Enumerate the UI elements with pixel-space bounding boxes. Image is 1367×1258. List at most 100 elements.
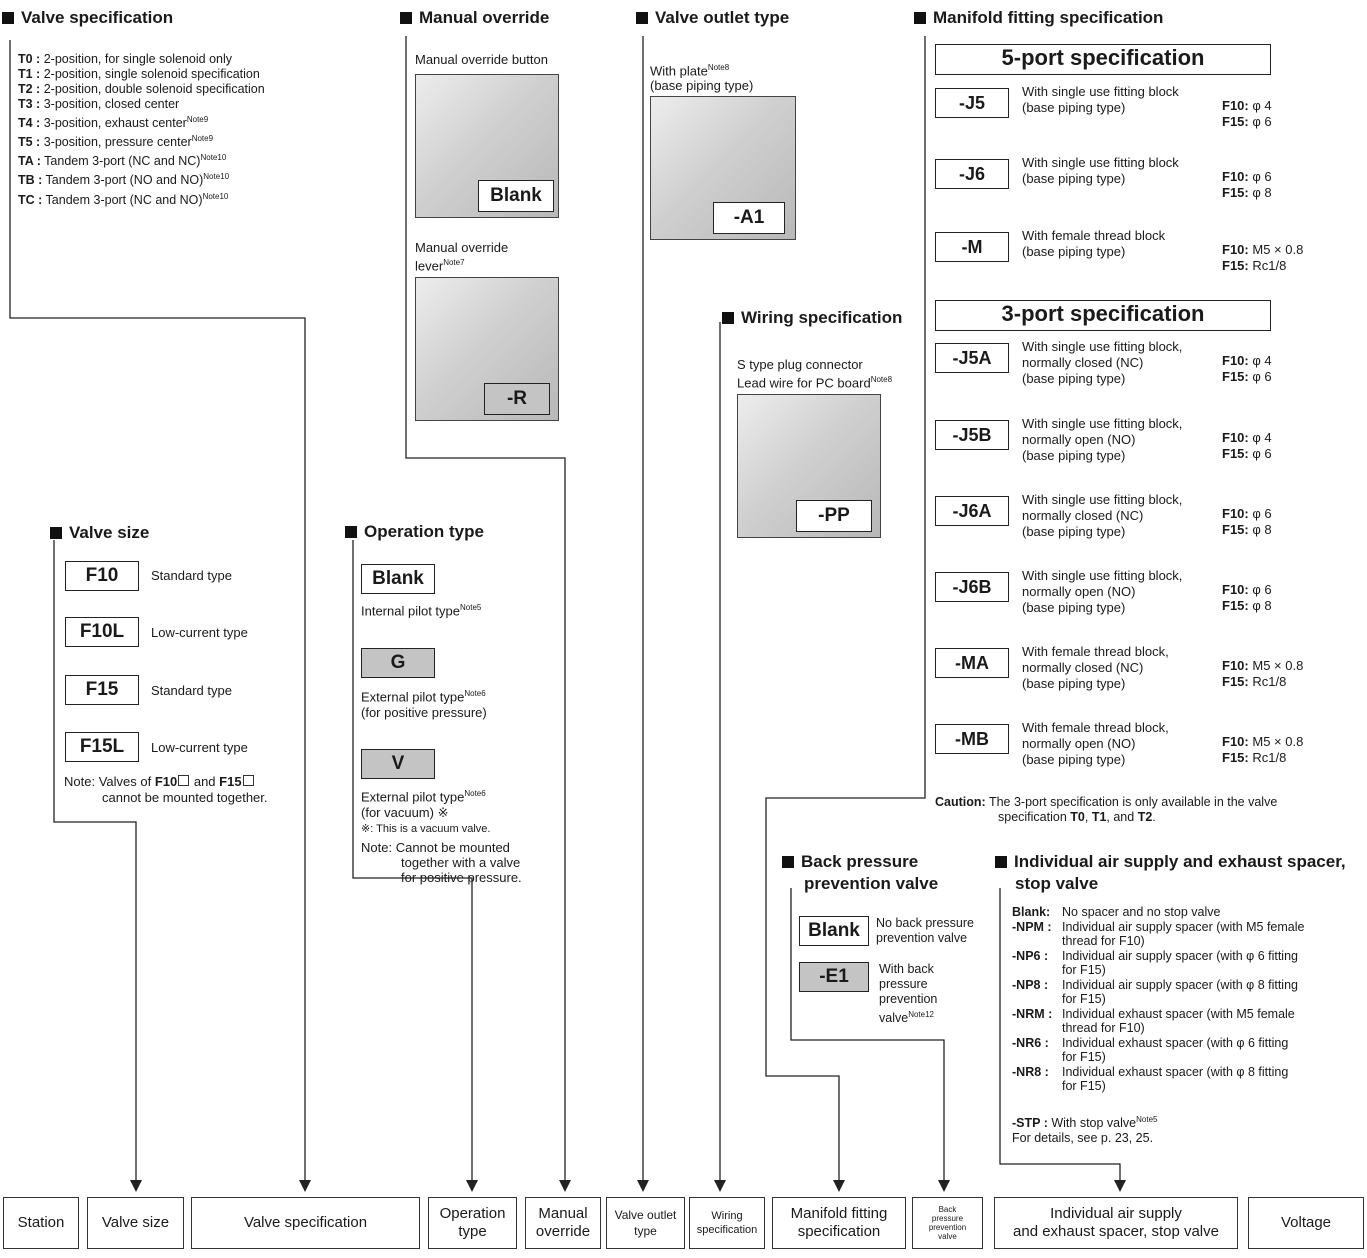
fitting-desc-line: (base piping type) xyxy=(1022,600,1126,615)
list-item: T3 : 3-position, closed center xyxy=(18,97,180,111)
f15-value: φ 6 xyxy=(1252,114,1272,129)
caution-note: Caution: The 3-port specification is onl… xyxy=(935,795,1278,824)
operation-desc: External pilot typeNote6 (for positive p… xyxy=(361,689,487,721)
square-bullet-icon xyxy=(2,12,14,24)
square-bullet-icon xyxy=(995,856,1007,868)
list-item: TC : Tandem 3-port (NC and NO)Note10 xyxy=(18,191,229,207)
item-text: Individual air supply spacer (with φ 6 f… xyxy=(1062,948,1298,963)
item-text: Individual air supply spacer (with M5 fe… xyxy=(1062,919,1305,934)
valve-size-desc: Standard type xyxy=(151,683,232,698)
valve-outlet-photo: -A1 xyxy=(650,96,796,240)
item-text: thread for F10) xyxy=(1062,934,1145,948)
item-text: for F15) xyxy=(1062,1050,1106,1064)
list-item: T2 : 2-position, double solenoid specifi… xyxy=(18,82,265,96)
wiring-photo: -PP xyxy=(737,394,881,538)
list-item: -NPM : Individual air supply spacer (with… xyxy=(1012,920,1362,949)
list-item: T0 : 2-position, for single solenoid onl… xyxy=(18,52,233,66)
fitting-desc: With single use fitting block,normally c… xyxy=(1022,339,1182,387)
code-box: F10L xyxy=(65,617,139,647)
fitting-code-box: -J6A xyxy=(935,496,1009,526)
f10-value: M5 × 0.8 xyxy=(1252,734,1304,749)
f10-value: φ 4 xyxy=(1252,98,1272,113)
fitting-desc-line: (base piping type) xyxy=(1022,676,1126,691)
fitting-code-box: -MA xyxy=(935,648,1009,678)
fitting-desc-line: With female thread block, xyxy=(1022,720,1169,735)
item-code: Blank: xyxy=(1012,905,1051,919)
f10-label: F10: xyxy=(1222,169,1249,184)
fitting-desc-line: normally open (NO) xyxy=(1022,584,1136,599)
fitting-desc-line: normally open (NO) xyxy=(1022,736,1136,751)
item-code: -NP8 : xyxy=(1012,977,1049,992)
item-code: -NPM : xyxy=(1012,919,1052,934)
f15-label: F15: xyxy=(1222,185,1249,200)
fitting-desc: With female thread block(base piping typ… xyxy=(1022,228,1165,260)
f10-label: F10: xyxy=(1222,98,1249,113)
fitting-desc: With single use fitting block(base pipin… xyxy=(1022,84,1179,116)
square-bullet-icon xyxy=(400,12,412,24)
manual-override-button-label: Manual override button xyxy=(415,52,548,67)
list-item: -NR8 :Individual exhaust spacer (with φ … xyxy=(1012,1065,1362,1094)
fitting-desc: With female thread block,normally closed… xyxy=(1022,644,1169,692)
fitting-desc-line: (base piping type) xyxy=(1022,244,1126,259)
three-port-header: 3-port specification xyxy=(935,300,1271,331)
item-code: -NP6 : xyxy=(1012,948,1049,963)
fitting-code-box: -J6 xyxy=(935,159,1009,189)
fitting-desc-line: (base piping type) xyxy=(1022,752,1126,767)
f15-label: F15: xyxy=(1222,258,1249,273)
valve-spec-title: Valve specification xyxy=(2,8,173,28)
list-item: -NRM :Individual exhaust spacer (with M5… xyxy=(1012,1007,1362,1036)
square-bullet-icon xyxy=(636,12,648,24)
fitting-desc-line: With single use fitting block xyxy=(1022,84,1179,99)
fitting-desc: With single use fitting block,normally o… xyxy=(1022,416,1182,464)
fitting-desc-line: With female thread block xyxy=(1022,228,1166,243)
f15-label: F15: xyxy=(1222,114,1249,129)
fitting-desc-line: normally closed (NC) xyxy=(1022,660,1144,675)
bottom-valve-spec: Valve specification xyxy=(191,1197,420,1249)
f15-label: F15: xyxy=(1222,598,1249,613)
fitting-desc-line: With single use fitting block, xyxy=(1022,416,1183,431)
fitting-desc-line: (base piping type) xyxy=(1022,448,1126,463)
f10-label: F10: xyxy=(1222,242,1249,257)
f15-value: φ 8 xyxy=(1252,522,1272,537)
fitting-desc-line: (base piping type) xyxy=(1022,524,1126,539)
placeholder-box-icon xyxy=(178,775,190,786)
f15-label: F15: xyxy=(1222,522,1249,537)
item-text: Individual exhaust spacer (with φ 6 fitt… xyxy=(1062,1035,1289,1050)
fitting-code-box: -J5B xyxy=(935,420,1009,450)
code-box: F15L xyxy=(65,732,139,762)
list-item: TA : Tandem 3-port (NC and NC)Note10 xyxy=(18,153,227,169)
fitting-desc-line: With single use fitting block xyxy=(1022,155,1179,170)
valve-size-desc: Low-current type xyxy=(151,625,248,640)
manifold-title: Manifold fitting specification xyxy=(914,8,1163,28)
fitting-desc: With female thread block,normally open (… xyxy=(1022,720,1169,768)
item-text: for F15) xyxy=(1062,963,1106,977)
square-bullet-icon xyxy=(722,312,734,324)
individual-title: Individual air supply and exhaust spacer… xyxy=(995,851,1346,895)
f15-label: F15: xyxy=(1222,674,1249,689)
fitting-desc: With single use fitting block,normally c… xyxy=(1022,492,1182,540)
manual-override-button-photo: Blank xyxy=(415,74,559,218)
bottom-station: Station xyxy=(3,1197,79,1249)
code-box: -R xyxy=(484,383,550,415)
fitting-desc-line: With single use fitting block, xyxy=(1022,568,1183,583)
square-bullet-icon xyxy=(50,527,62,539)
item-text: No spacer and no stop valve xyxy=(1062,905,1221,919)
fitting-desc-line: normally closed (NC) xyxy=(1022,508,1144,523)
fitting-desc-line: (base piping type) xyxy=(1022,100,1126,115)
code-box: F15 xyxy=(65,675,139,705)
f10-value: φ 4 xyxy=(1252,430,1272,445)
code-box: G xyxy=(361,648,435,678)
item-code: -NRM : xyxy=(1012,1006,1053,1021)
f10-value: φ 6 xyxy=(1252,582,1272,597)
